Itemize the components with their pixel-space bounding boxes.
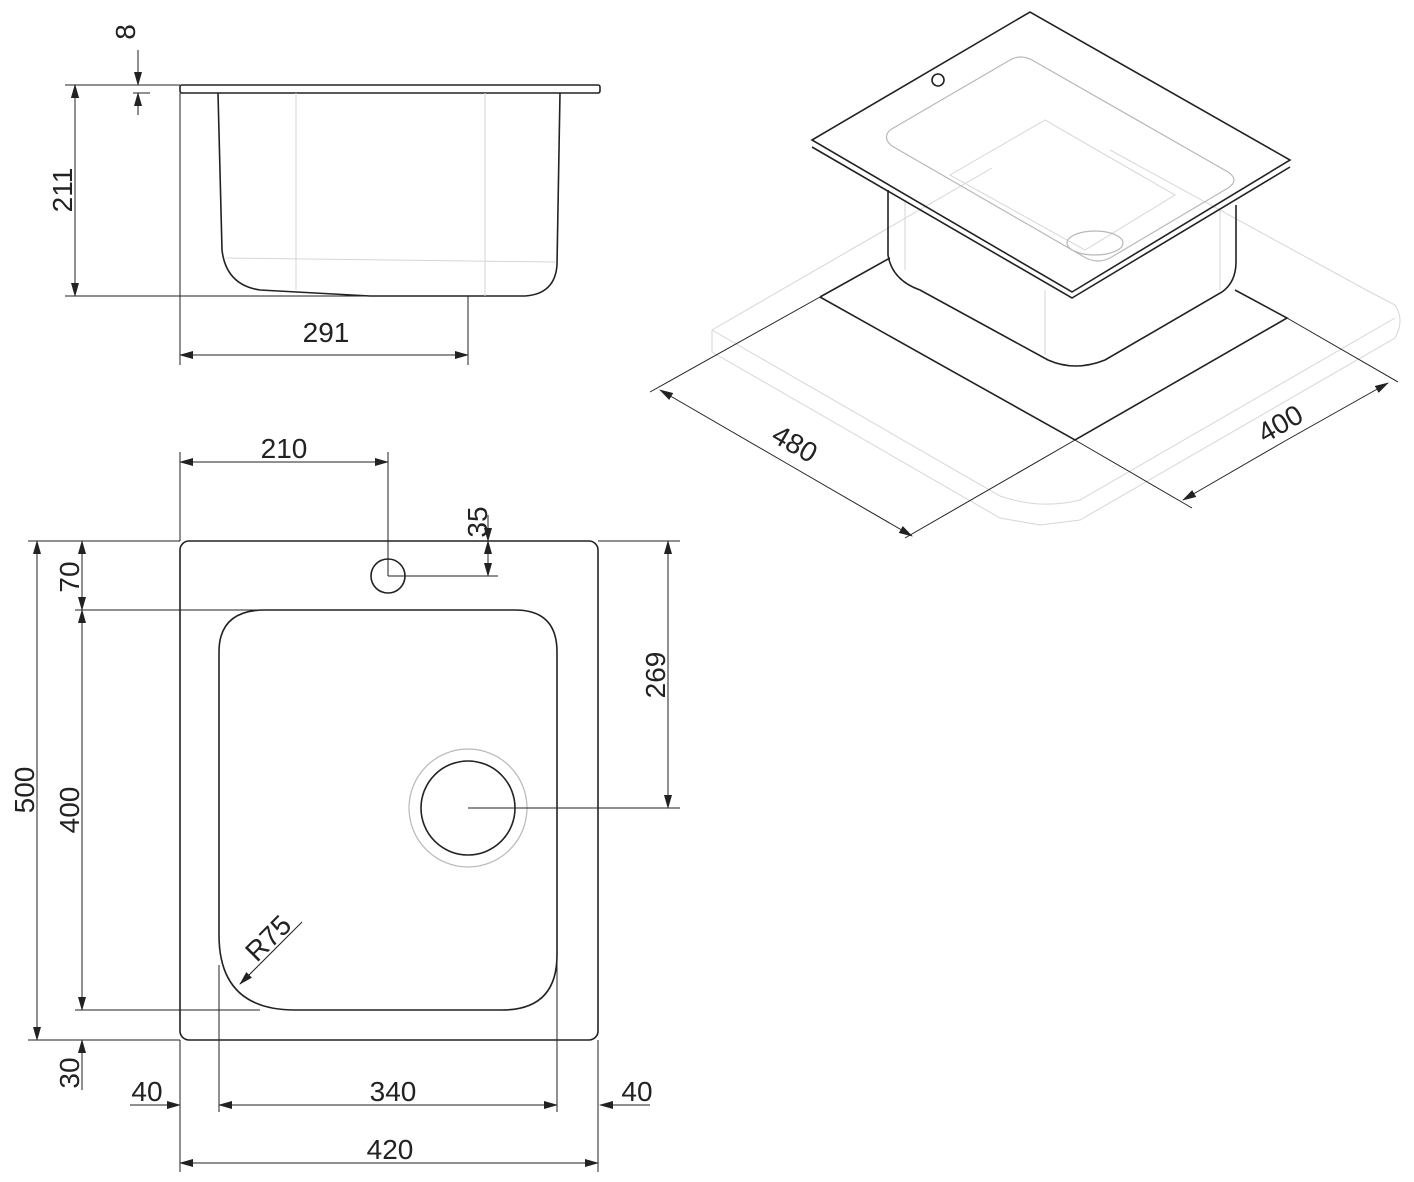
bowl-offset-bottom-label: 30 bbox=[54, 1057, 85, 1088]
depth-label: 211 bbox=[47, 168, 78, 213]
isometric-view: 480 400 bbox=[649, 11, 1401, 539]
right-margin-label: 40 bbox=[621, 1076, 652, 1107]
bowl-inner-rim bbox=[885, 56, 1235, 262]
cutout-outline bbox=[819, 257, 1289, 441]
bowl-profile bbox=[217, 92, 561, 297]
drain bbox=[1066, 230, 1124, 256]
cutout-width-label: 480 bbox=[767, 419, 823, 469]
bowl-outline bbox=[218, 609, 558, 1011]
overall-width-label: 420 bbox=[367, 1134, 414, 1165]
bowl-width-label: 340 bbox=[370, 1076, 417, 1107]
tap-hole-iso bbox=[931, 73, 945, 87]
bowl-offset-top-label: 70 bbox=[54, 561, 85, 592]
bowl-body bbox=[887, 190, 1237, 367]
rim-thickness-label: 8 bbox=[110, 24, 141, 40]
side-view: 211 8 291 bbox=[47, 24, 601, 365]
overall-depth-label: 500 bbox=[9, 767, 40, 814]
countertop-outline bbox=[711, 149, 1401, 526]
side-width-label: 291 bbox=[303, 317, 350, 348]
tap-offset-y-label: 35 bbox=[462, 506, 493, 537]
left-margin-label: 40 bbox=[131, 1076, 162, 1107]
rim-outline bbox=[179, 84, 601, 94]
plan-view: 210 35 500 70 400 30 269 R75 bbox=[9, 433, 680, 1172]
drain-offset-label: 269 bbox=[640, 652, 671, 699]
sink-outline bbox=[179, 540, 599, 1041]
tap-offset-x-label: 210 bbox=[261, 433, 308, 464]
cutout-depth-label: 400 bbox=[1252, 399, 1308, 449]
sink-rim bbox=[810, 11, 1292, 299]
bowl-depth-label: 400 bbox=[54, 787, 85, 834]
corner-radius-label: R75 bbox=[239, 909, 297, 967]
